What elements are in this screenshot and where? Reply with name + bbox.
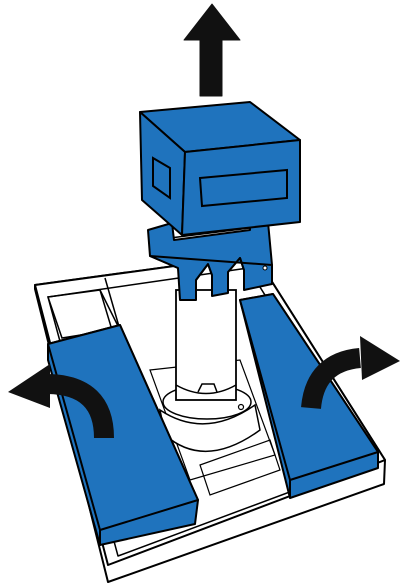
blue-top-box [140,102,300,235]
crown-bolt [263,266,267,270]
column-screw [239,405,244,410]
arrow-up-icon [184,4,240,96]
